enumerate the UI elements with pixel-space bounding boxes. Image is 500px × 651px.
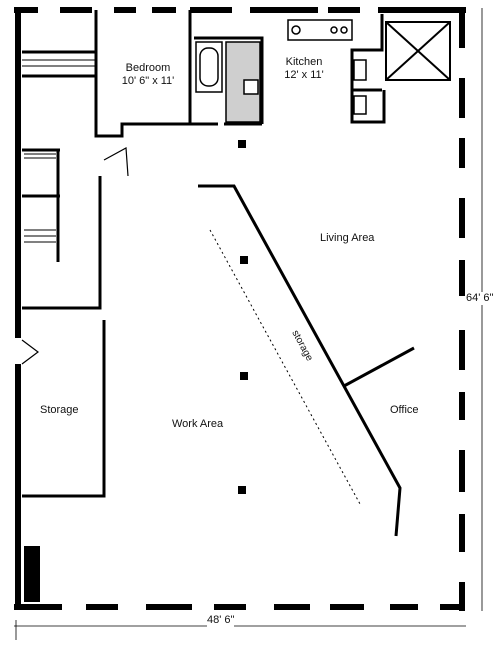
windows-bottom bbox=[62, 604, 440, 610]
columns bbox=[238, 140, 248, 494]
structural-block bbox=[24, 546, 40, 602]
kitchen-size: 12' x 11' bbox=[284, 69, 324, 81]
elevator-shaft bbox=[385, 21, 451, 81]
office-label: Office bbox=[390, 404, 419, 416]
bathroom-fixtures bbox=[195, 41, 261, 123]
work-area-label: Work Area bbox=[172, 418, 224, 430]
stairs bbox=[22, 59, 96, 243]
kitchen-name: Kitchen bbox=[285, 56, 323, 68]
kitchen-label: Kitchen 12' x 11' bbox=[264, 56, 344, 82]
kitchen-fixtures bbox=[287, 19, 367, 115]
windows-right bbox=[459, 48, 466, 582]
dimension-lines bbox=[14, 8, 483, 640]
interior-walls bbox=[22, 10, 415, 537]
doors bbox=[21, 147, 129, 365]
storage-rail bbox=[209, 229, 361, 505]
height-dimension-label: 64' 6" bbox=[466, 292, 494, 305]
bedroom-size: 10' 6" x 11' bbox=[121, 75, 175, 87]
bedroom-label: Bedroom 10' 6" x 11' bbox=[108, 62, 188, 88]
living-area-label: Living Area bbox=[320, 232, 375, 244]
bedroom-name: Bedroom bbox=[125, 62, 171, 74]
windows-top bbox=[38, 7, 378, 13]
storage-label: Storage bbox=[40, 404, 79, 416]
width-dimension-label: 48' 6" bbox=[207, 614, 235, 627]
